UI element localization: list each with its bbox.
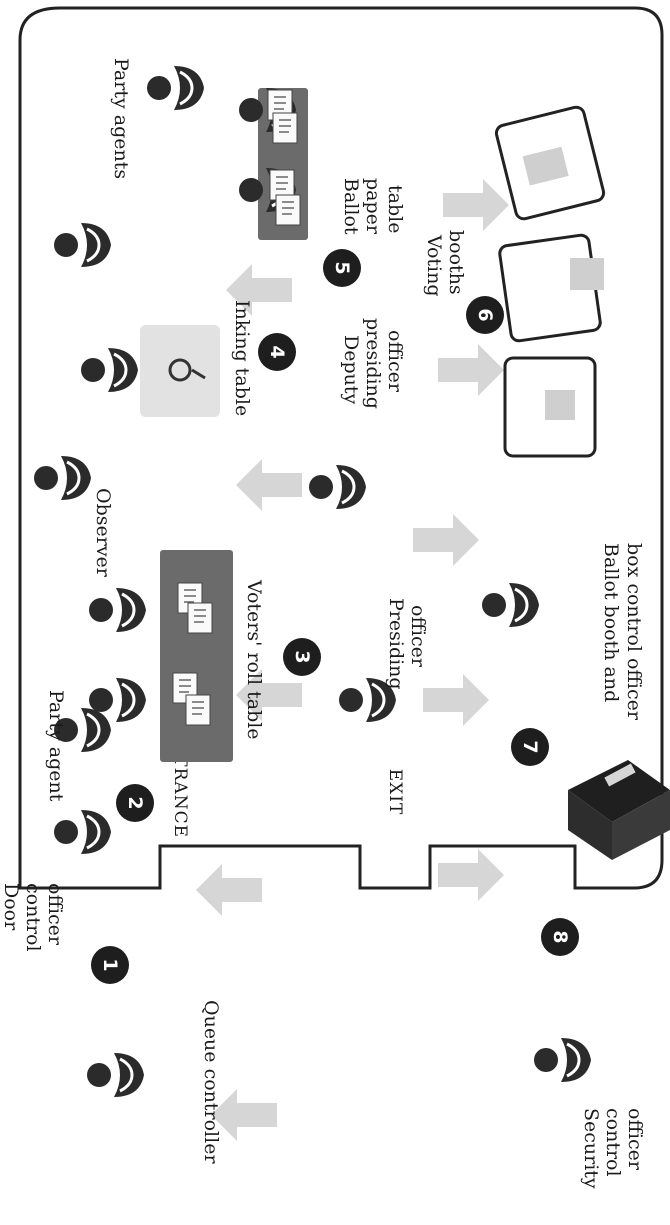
label-ballot-booth-1: Ballot booth and [600, 543, 622, 702]
label-ballot-table-1: Ballot [340, 178, 362, 235]
label-voters-roll-table: Voters' roll table [243, 579, 265, 740]
ballot-box [568, 760, 670, 860]
step-badge-8: 8 [541, 918, 579, 956]
voting-booth-3 [503, 356, 597, 458]
voting-booth-1 [494, 105, 606, 221]
ballot-booth-officer [480, 581, 541, 629]
queue-controller [85, 1051, 146, 1099]
svg-text:2: 2 [124, 796, 146, 809]
arrow-from-booths [438, 344, 504, 396]
voting-booths [494, 105, 606, 458]
step-badge-3: 3 [283, 638, 321, 676]
voters-roll-table [87, 550, 233, 762]
label-voting-booths-1: Voting [423, 234, 445, 297]
arrow-to-box-1 [413, 514, 479, 566]
exit-sign: EXIT [385, 769, 405, 816]
step-badge-1: 1 [91, 946, 129, 984]
label-security-1: Security [580, 1108, 602, 1189]
svg-text:1: 1 [99, 958, 121, 971]
label-door-control-1: Door [0, 883, 22, 931]
ballot-paper-table [237, 86, 308, 240]
step-badge-7: 7 [511, 728, 549, 766]
label-deputy-1: Deputy [340, 335, 362, 405]
party-agent-1 [145, 64, 206, 112]
label-door-control-2: control [22, 883, 44, 952]
label-door-control-3: officer [44, 883, 66, 946]
svg-text:8: 8 [549, 930, 571, 943]
svg-text:3: 3 [291, 650, 313, 663]
security-control-officer [532, 1036, 593, 1084]
label-queue-controller: Queue controller [200, 1000, 222, 1164]
people [32, 64, 593, 1099]
arrow-queue-2 [196, 864, 262, 916]
label-ballot-table-2: paper [362, 178, 384, 235]
arrow-to-booths [443, 179, 509, 231]
step-badge-5: 5 [323, 249, 361, 287]
label-inking-table: Inking table [231, 300, 253, 416]
label-deputy-2: presiding [362, 318, 384, 409]
step-badge-4: 4 [258, 333, 296, 371]
label-ballot-booth-2: box control officer [623, 543, 645, 721]
arrow-to-inking [236, 459, 302, 511]
label-party-agents: Party agents [110, 58, 132, 179]
labels: Party agents Ballot paper table Voting b… [0, 58, 646, 1189]
label-ballot-table-3: table [384, 185, 406, 233]
step-badge-6: 6 [466, 296, 504, 334]
svg-text:5: 5 [331, 261, 353, 274]
deputy-presiding-officer [307, 463, 368, 511]
svg-text:7: 7 [519, 740, 541, 753]
label-deputy-3: officer [384, 330, 406, 393]
step-badges: 1 2 3 4 5 6 7 8 [91, 249, 579, 984]
label-party-agent: Party agent [45, 690, 67, 802]
label-security-3: officer [624, 1108, 646, 1171]
inking-table [79, 325, 220, 417]
label-presiding-2: officer [407, 605, 429, 668]
door-control-officer [52, 808, 113, 856]
label-presiding-1: Presiding [385, 598, 407, 690]
arrow-exit [438, 849, 504, 901]
step-badge-2: 2 [116, 784, 154, 822]
label-security-2: control [602, 1108, 624, 1177]
arrow-to-box-2 [423, 674, 489, 726]
svg-text:6: 6 [474, 308, 496, 321]
observer [32, 454, 93, 502]
label-voting-booths-2: booths [445, 230, 467, 295]
party-agent-2 [52, 221, 113, 269]
room-wall [18, 6, 664, 890]
label-observer: Observer [92, 488, 114, 578]
svg-text:4: 4 [266, 345, 288, 358]
